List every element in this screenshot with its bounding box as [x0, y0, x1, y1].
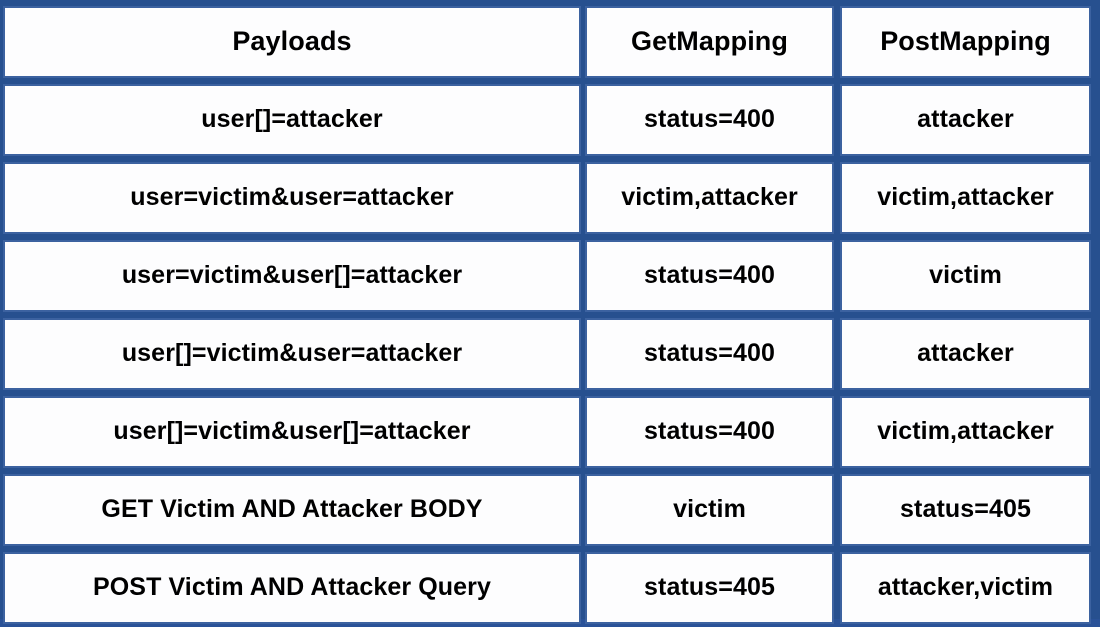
cell-payload: user[]=victim&user=attacker [3, 318, 581, 390]
cell-postmapping: attacker [840, 318, 1091, 390]
cell-postmapping: status=405 [840, 474, 1091, 546]
table-row: GET Victim AND Attacker BODY victim stat… [0, 471, 1100, 549]
cell-payload: user[]=victim&user[]=attacker [3, 396, 581, 468]
table-row: user[]=victim&user=attacker status=400 a… [0, 315, 1100, 393]
cell-getmapping: victim [585, 474, 834, 546]
table-row: user[]=victim&user[]=attacker status=400… [0, 393, 1100, 471]
cell-getmapping: status=400 [585, 240, 834, 312]
cell-payload: user=victim&user[]=attacker [3, 240, 581, 312]
cell-getmapping: victim,attacker [585, 162, 834, 234]
cell-payload: user=victim&user=attacker [3, 162, 581, 234]
cell-getmapping: status=400 [585, 396, 834, 468]
cell-postmapping: attacker,victim [840, 552, 1091, 624]
table-row: user=victim&user[]=attacker status=400 v… [0, 237, 1100, 315]
cell-payload: user[]=attacker [3, 84, 581, 156]
table-row: POST Victim AND Attacker Query status=40… [0, 549, 1100, 627]
column-header-postmapping: PostMapping [840, 6, 1091, 78]
column-header-payloads: Payloads [3, 6, 581, 78]
cell-postmapping: attacker [840, 84, 1091, 156]
table-row: user=victim&user=attacker victim,attacke… [0, 159, 1100, 237]
cell-getmapping: status=405 [585, 552, 834, 624]
cell-getmapping: status=400 [585, 318, 834, 390]
cell-payload: GET Victim AND Attacker BODY [3, 474, 581, 546]
cell-getmapping: status=400 [585, 84, 834, 156]
table-row: user[]=attacker status=400 attacker [0, 81, 1100, 159]
cell-postmapping: victim,attacker [840, 396, 1091, 468]
cell-payload: POST Victim AND Attacker Query [3, 552, 581, 624]
column-header-getmapping: GetMapping [585, 6, 834, 78]
cell-postmapping: victim [840, 240, 1091, 312]
cell-postmapping: victim,attacker [840, 162, 1091, 234]
table-header-row: Payloads GetMapping PostMapping [0, 3, 1100, 81]
